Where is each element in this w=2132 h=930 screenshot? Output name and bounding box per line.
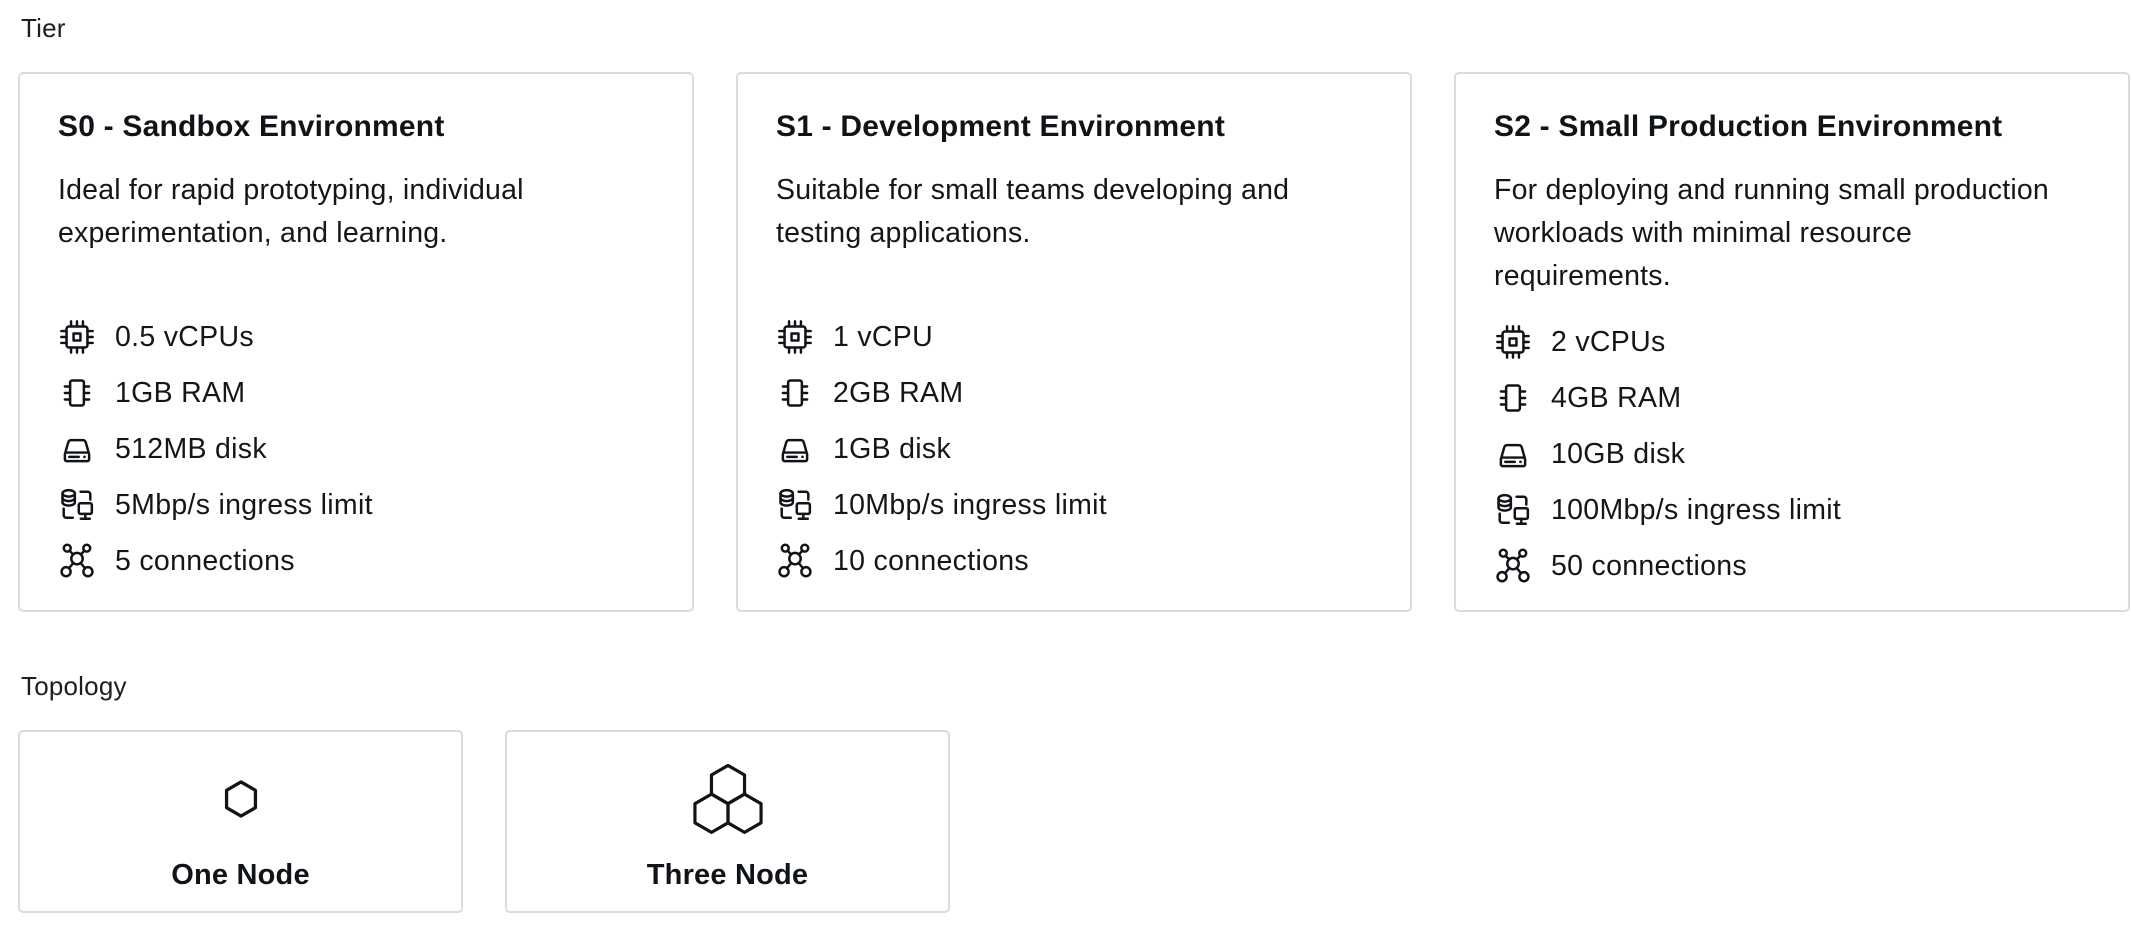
spec-text: 5 connections bbox=[115, 544, 295, 577]
connections-icon bbox=[58, 542, 96, 580]
topology-card-one-node[interactable]: One Node bbox=[18, 730, 463, 913]
topology-option-label: Three Node bbox=[646, 858, 809, 891]
tier-card-title: S2 - Small Production Environment bbox=[1494, 110, 2003, 143]
ram-icon bbox=[58, 374, 96, 412]
connections-icon bbox=[776, 542, 814, 580]
spec-row-ram: 2GB RAM bbox=[776, 365, 1372, 421]
spec-text: 2GB RAM bbox=[833, 376, 964, 409]
tier-card-s2[interactable]: S2 - Small Production Environment For de… bbox=[1454, 72, 2130, 612]
spec-text: 10GB disk bbox=[1551, 437, 1686, 470]
spec-row-cpu: 0.5 vCPUs bbox=[58, 309, 654, 365]
spec-list: 2 vCPUs 4GB RAM 10GB disk 100Mbp/s ingre… bbox=[1494, 314, 2090, 594]
tier-card-s1[interactable]: S1 - Development Environment Suitable fo… bbox=[736, 72, 1412, 612]
tier-section: Tier S0 - Sandbox Environment Ideal for … bbox=[18, 12, 2132, 612]
tier-card-description: Suitable for small teams developing and … bbox=[776, 174, 1290, 249]
spec-row-disk: 512MB disk bbox=[58, 421, 654, 477]
spec-row-connections: 10 connections bbox=[776, 533, 1372, 589]
spec-row-cpu: 2 vCPUs bbox=[1494, 314, 2090, 370]
topology-icon-box bbox=[683, 752, 773, 846]
spec-text: 10 connections bbox=[833, 544, 1029, 577]
spec-row-ingress: 5Mbp/s ingress limit bbox=[58, 477, 654, 533]
spec-text: 0.5 vCPUs bbox=[115, 320, 254, 353]
spec-text: 4GB RAM bbox=[1551, 381, 1682, 414]
topology-section-label: Topology bbox=[21, 671, 127, 701]
spec-row-ram: 1GB RAM bbox=[58, 365, 654, 421]
spec-text: 1 vCPU bbox=[833, 320, 933, 353]
ingress-icon bbox=[58, 486, 96, 524]
disk-icon bbox=[1494, 435, 1532, 473]
tier-section-label: Tier bbox=[21, 13, 66, 43]
spec-row-cpu: 1 vCPU bbox=[776, 309, 1372, 365]
spec-text: 1GB disk bbox=[833, 432, 952, 465]
cpu-icon bbox=[58, 318, 96, 356]
spec-row-connections: 50 connections bbox=[1494, 538, 2090, 594]
ingress-icon bbox=[1494, 491, 1532, 529]
disk-icon bbox=[58, 430, 96, 468]
spec-text: 512MB disk bbox=[115, 432, 267, 465]
tier-card-description: For deploying and running small producti… bbox=[1494, 174, 2049, 292]
connections-icon bbox=[1494, 547, 1532, 585]
tier-card-s0[interactable]: S0 - Sandbox Environment Ideal for rapid… bbox=[18, 72, 694, 612]
spec-row-disk: 1GB disk bbox=[776, 421, 1372, 477]
one-node-icon bbox=[220, 778, 262, 820]
spec-text: 50 connections bbox=[1551, 549, 1747, 582]
tier-card-title: S1 - Development Environment bbox=[776, 110, 1226, 143]
three-node-icon bbox=[683, 754, 773, 844]
spec-text: 1GB RAM bbox=[115, 376, 246, 409]
topology-icon-box bbox=[220, 752, 262, 846]
cpu-icon bbox=[776, 318, 814, 356]
spec-row-ingress: 100Mbp/s ingress limit bbox=[1494, 482, 2090, 538]
spec-text: 2 vCPUs bbox=[1551, 325, 1666, 358]
topology-card-row: One Node Three Node bbox=[18, 730, 2132, 913]
tier-card-description: Ideal for rapid prototyping, individual … bbox=[58, 174, 524, 249]
ram-icon bbox=[1494, 379, 1532, 417]
topology-card-three-node[interactable]: Three Node bbox=[505, 730, 950, 913]
spec-list: 0.5 vCPUs 1GB RAM 512MB disk 5Mbp/s ingr… bbox=[58, 309, 654, 589]
spec-row-connections: 5 connections bbox=[58, 533, 654, 589]
spec-text: 100Mbp/s ingress limit bbox=[1551, 493, 1842, 526]
ingress-icon bbox=[776, 486, 814, 524]
spec-text: 5Mbp/s ingress limit bbox=[115, 488, 373, 521]
spec-text: 10Mbp/s ingress limit bbox=[833, 488, 1107, 521]
spec-row-ram: 4GB RAM bbox=[1494, 370, 2090, 426]
tier-card-title: S0 - Sandbox Environment bbox=[58, 110, 445, 143]
topology-section: Topology One Node Three Node bbox=[18, 670, 2132, 913]
cpu-icon bbox=[1494, 323, 1532, 361]
tier-card-row: S0 - Sandbox Environment Ideal for rapid… bbox=[18, 72, 2132, 612]
spec-list: 1 vCPU 2GB RAM 1GB disk 10Mbp/s ingress … bbox=[776, 309, 1372, 589]
spec-row-ingress: 10Mbp/s ingress limit bbox=[776, 477, 1372, 533]
topology-option-label: One Node bbox=[171, 858, 310, 891]
ram-icon bbox=[776, 374, 814, 412]
spec-row-disk: 10GB disk bbox=[1494, 426, 2090, 482]
disk-icon bbox=[776, 430, 814, 468]
